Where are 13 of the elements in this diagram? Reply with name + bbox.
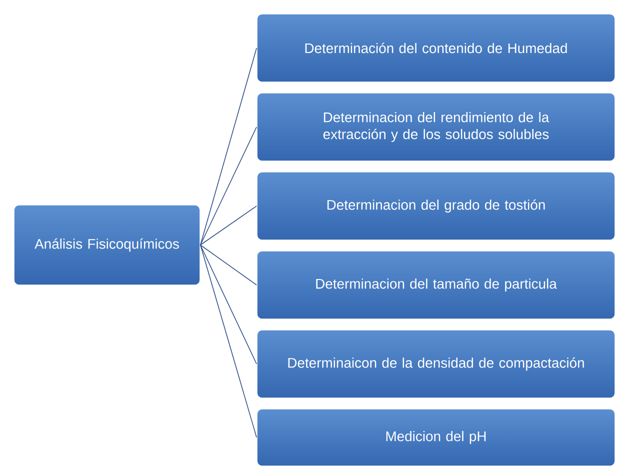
connector-line — [200, 244, 257, 364]
connector-line — [200, 206, 257, 246]
process-box: Determinacion del grado de tostión — [256, 172, 616, 240]
process-box: Medicion del pH — [256, 408, 616, 466]
process-box: Determinacion del rendimiento de la extracción y de los soludos solubles — [256, 92, 616, 162]
process-box: Análisis Fisicoquímicos — [14, 204, 200, 286]
process-box: Determinacion del tamaño de particula — [256, 250, 616, 320]
connector-line — [200, 48, 257, 246]
connector-line — [200, 244, 257, 286]
process-box: Determinaicon de la densidad de compactación — [256, 330, 616, 398]
connector-line — [200, 126, 257, 246]
connector-line — [200, 244, 257, 438]
process-box: Determinación del contenido de Humedad — [256, 14, 616, 82]
